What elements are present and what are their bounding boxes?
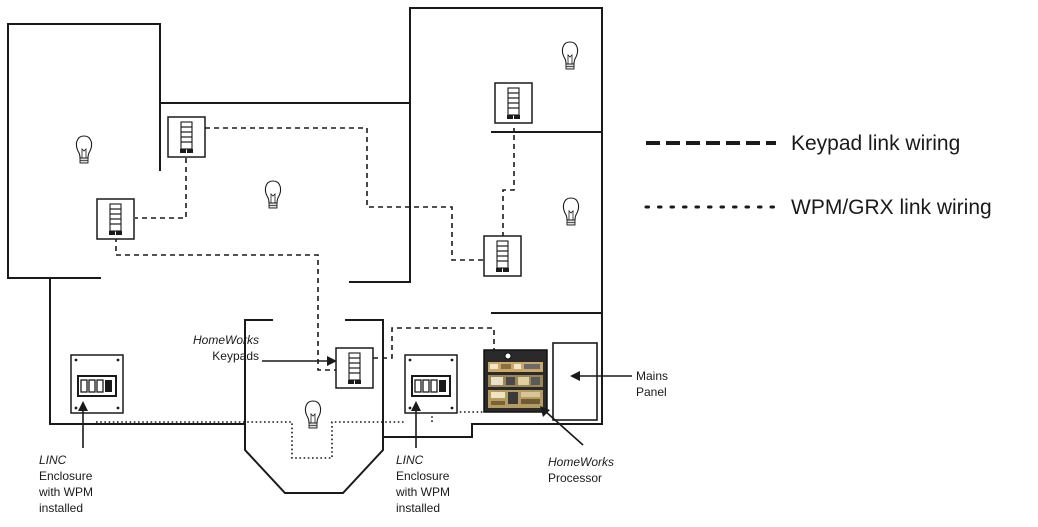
label-line: Keypads [212, 349, 259, 363]
light-bulb-icon [561, 41, 579, 70]
keypad-link-wiring [115, 127, 515, 371]
arrowhead [570, 371, 580, 381]
wpm-link-segment [96, 421, 406, 459]
wall-right-room [384, 7, 603, 438]
label-line: with WPM [38, 485, 93, 499]
label-homeworks-keypads: HomeWorks Keypads [193, 333, 259, 363]
wall-lower-left [49, 277, 246, 425]
label-line: Processor [548, 471, 602, 485]
label-line: HomeWorks [193, 333, 259, 347]
light-bulb-icon [304, 400, 322, 429]
keypad-link-segment [135, 158, 187, 219]
wall-keypad-icon [167, 116, 206, 158]
arrowhead [327, 356, 337, 366]
light-bulb-icon [75, 135, 93, 164]
label-line: Panel [636, 385, 667, 399]
wall-keypad-icon [335, 347, 374, 389]
label-linc-right: LINC Enclosure with WPM installed [395, 453, 450, 515]
label-line: installed [396, 501, 440, 515]
arrowhead [78, 401, 88, 411]
wall-hall-left [244, 319, 384, 494]
keypad-link-segment [205, 127, 485, 261]
wall-left-room [7, 23, 161, 279]
label-line: Enclosure [39, 469, 93, 483]
wall-keypad-icon [494, 82, 533, 124]
keypad-link-segment [502, 128, 515, 237]
arrowhead [540, 406, 550, 417]
label-mains-panel: Mains Panel [636, 369, 668, 399]
linc-enclosure-icon [404, 354, 458, 414]
linc-enclosure-icon [70, 354, 124, 414]
label-linc-left: LINC Enclosure with WPM installed [38, 453, 93, 515]
label-line: with WPM [395, 485, 450, 499]
processor-board-icon [483, 349, 548, 413]
keypad-link-segment [115, 237, 337, 371]
light-bulb-icon [264, 180, 282, 209]
label-line: Enclosure [396, 469, 450, 483]
legend: Keypad link wiring WPM/GRX link wiring [644, 132, 992, 219]
label-line: HomeWorks [548, 455, 614, 469]
wpm-link-wiring [96, 411, 484, 459]
arrowhead [411, 401, 421, 411]
label-line: Mains [636, 369, 668, 383]
legend-wpm-label: WPM/GRX link wiring [791, 196, 992, 219]
label-homeworks-processor: HomeWorks Processor [548, 455, 614, 485]
wall-center-right [349, 7, 411, 283]
label-line: LINC [39, 453, 67, 467]
wall-keypad-icon [96, 198, 135, 240]
label-line: installed [39, 501, 83, 515]
floor-plan [7, 7, 603, 494]
legend-keypad-label: Keypad link wiring [791, 132, 960, 155]
light-bulb-icon [562, 197, 580, 226]
label-line: LINC [396, 453, 424, 467]
keypad-link-segment [373, 327, 495, 359]
callout-arrows [78, 356, 632, 448]
arrow-processor [544, 410, 584, 446]
mains-panel-icon [552, 342, 598, 421]
wall-keypad-icon [483, 235, 522, 277]
